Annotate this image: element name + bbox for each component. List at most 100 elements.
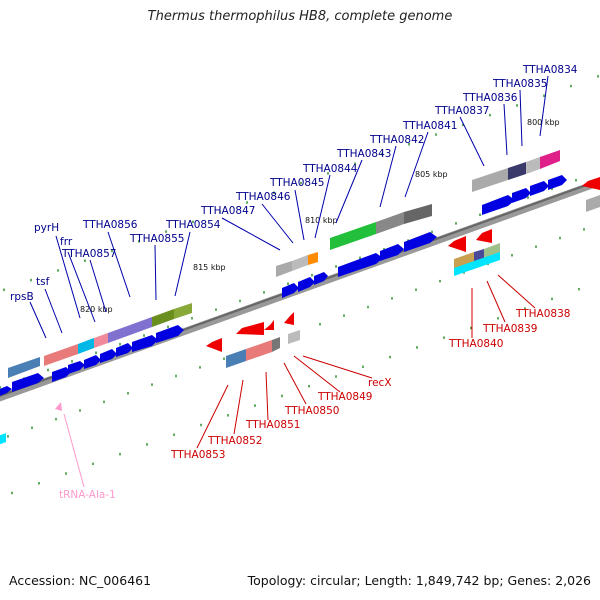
gene-label-tsf[interactable]: tsf [36, 276, 50, 288]
domain-bar [292, 255, 308, 271]
domain-bar [288, 330, 300, 344]
gene-arrow[interactable] [380, 244, 404, 261]
scale-label-815: 815 kbp [193, 263, 226, 272]
gene-label-TTHA0844[interactable]: TTHA0844 [302, 163, 358, 175]
gene-label-rpsB[interactable]: rpsB [10, 291, 34, 303]
gene-label-TTHA0855[interactable]: TTHA0855 [129, 233, 184, 245]
gene-arrow[interactable] [530, 181, 549, 196]
trna-feature[interactable] [55, 402, 62, 411]
domain-bar [174, 303, 192, 319]
gene-label-recX[interactable]: recX [368, 377, 392, 389]
domain-bar [246, 340, 272, 361]
domain-bar [586, 195, 600, 212]
gene-label-TTHA0846[interactable]: TTHA0846 [235, 191, 291, 203]
gene-arrow[interactable] [476, 229, 492, 243]
gene-label-TTHA0857[interactable]: TTHA0857 [61, 248, 116, 260]
gene-label-TTHA0839[interactable]: TTHA0839 [482, 323, 537, 335]
reverse-domain-bars [0, 195, 600, 445]
gene-label-TTHA0837[interactable]: TTHA0837 [434, 105, 489, 117]
gene-arrow[interactable] [512, 188, 531, 203]
reverse-leader-lines [196, 274, 536, 449]
domain-bar [526, 157, 540, 174]
forward-leader-lines [29, 75, 549, 339]
gene-arrow[interactable] [116, 343, 133, 357]
gene-arrow[interactable] [448, 236, 466, 252]
domain-bar [540, 150, 560, 169]
gene-arrow[interactable] [404, 232, 437, 252]
reverse-gene-labels: TTHA0853 TTHA0852 TTHA0851 TTHA0850 TTHA… [170, 308, 570, 461]
gene-label-frr[interactable]: frr [60, 236, 73, 248]
gene-label-TTHA0835[interactable]: TTHA0835 [492, 78, 547, 90]
gene-arrow[interactable] [548, 175, 567, 190]
gene-arrow[interactable] [156, 325, 184, 343]
gene-arrow[interactable] [264, 320, 274, 330]
domain-bar [508, 162, 526, 180]
domain-bar [108, 317, 152, 343]
scale-label-810: 810 kbp [305, 216, 338, 225]
domain-bar [472, 168, 508, 192]
gene-arrow[interactable] [84, 355, 101, 369]
gene-label-TTHA0838[interactable]: TTHA0838 [515, 308, 570, 320]
gene-arrow[interactable] [206, 338, 222, 352]
domain-bar [454, 252, 474, 269]
reverse-gene-arrows [206, 177, 600, 352]
domain-bar [8, 357, 40, 378]
domain-bar [376, 212, 404, 234]
gene-arrow[interactable] [100, 349, 117, 363]
domain-bar [330, 222, 376, 250]
gene-label-TTHA0856[interactable]: TTHA0856 [82, 219, 138, 231]
gene-arrow[interactable] [12, 373, 44, 392]
domain-bar [44, 344, 78, 366]
domain-bar [226, 349, 246, 368]
gene-arrow[interactable] [284, 312, 294, 325]
gene-arrow[interactable] [68, 361, 85, 374]
domain-bar [94, 333, 108, 348]
gene-arrow[interactable] [236, 322, 264, 335]
domain-bar [484, 243, 500, 259]
forward-domain-bars [8, 150, 560, 378]
gene-arrow[interactable] [52, 367, 71, 382]
forward-gene-arrows [0, 175, 567, 400]
gene-arrow[interactable] [298, 277, 315, 292]
gene-arrow[interactable] [0, 386, 12, 400]
scale-label-820: 820 kbp [80, 305, 113, 314]
gene-label-TTHA0854[interactable]: TTHA0854 [165, 219, 221, 231]
scale-label-800: 800 kbp [527, 118, 560, 127]
gene-label-TTHA0836[interactable]: TTHA0836 [462, 92, 518, 104]
gene-label-pyrH[interactable]: pyrH [34, 222, 59, 234]
domain-bar [276, 261, 292, 277]
gene-label-TTHA0853[interactable]: TTHA0853 [170, 449, 225, 461]
domain-bar [152, 309, 174, 327]
domain-bar [454, 252, 500, 276]
gene-label-TTHA0842[interactable]: TTHA0842 [369, 134, 424, 146]
gene-label-TTHA0851[interactable]: TTHA0851 [245, 419, 300, 431]
gene-label-TTHA0845[interactable]: TTHA0845 [269, 177, 324, 189]
domain-bar [0, 433, 6, 445]
domain-bar [308, 252, 318, 265]
gene-label-TTHA0850[interactable]: TTHA0850 [284, 405, 339, 417]
domain-bar [78, 338, 94, 354]
gene-label-TTHA0834[interactable]: TTHA0834 [522, 64, 578, 76]
gene-label-TTHA0840[interactable]: TTHA0840 [448, 338, 503, 350]
gene-arrow[interactable] [582, 177, 600, 190]
trna-leader-line [63, 413, 85, 488]
gene-label-TTHA0841[interactable]: TTHA0841 [402, 120, 457, 132]
gene-arrow[interactable] [132, 335, 158, 352]
accession-text: Accession: NC_006461 [9, 573, 152, 588]
trna-label[interactable]: tRNA-Ala-1 [59, 489, 116, 501]
gene-label-TTHA0843[interactable]: TTHA0843 [336, 148, 391, 160]
forward-gene-labels: rpsB tsf pyrH frr TTHA0857 TTHA0856 TTHA… [10, 64, 578, 303]
gene-label-TTHA0849[interactable]: TTHA0849 [317, 391, 372, 403]
gene-arrow[interactable] [482, 195, 515, 215]
scale-label-805: 805 kbp [415, 170, 448, 179]
domain-bar [404, 204, 432, 224]
gene-arrow[interactable] [282, 283, 299, 298]
gene-label-TTHA0852[interactable]: TTHA0852 [207, 435, 262, 447]
gene-arrow[interactable] [338, 253, 383, 277]
gene-label-TTHA0847[interactable]: TTHA0847 [200, 205, 255, 217]
domain-bar [272, 337, 280, 352]
gene-arrow[interactable] [314, 272, 328, 285]
map-title: Thermus thermophilus HB8, complete genom… [147, 9, 453, 24]
